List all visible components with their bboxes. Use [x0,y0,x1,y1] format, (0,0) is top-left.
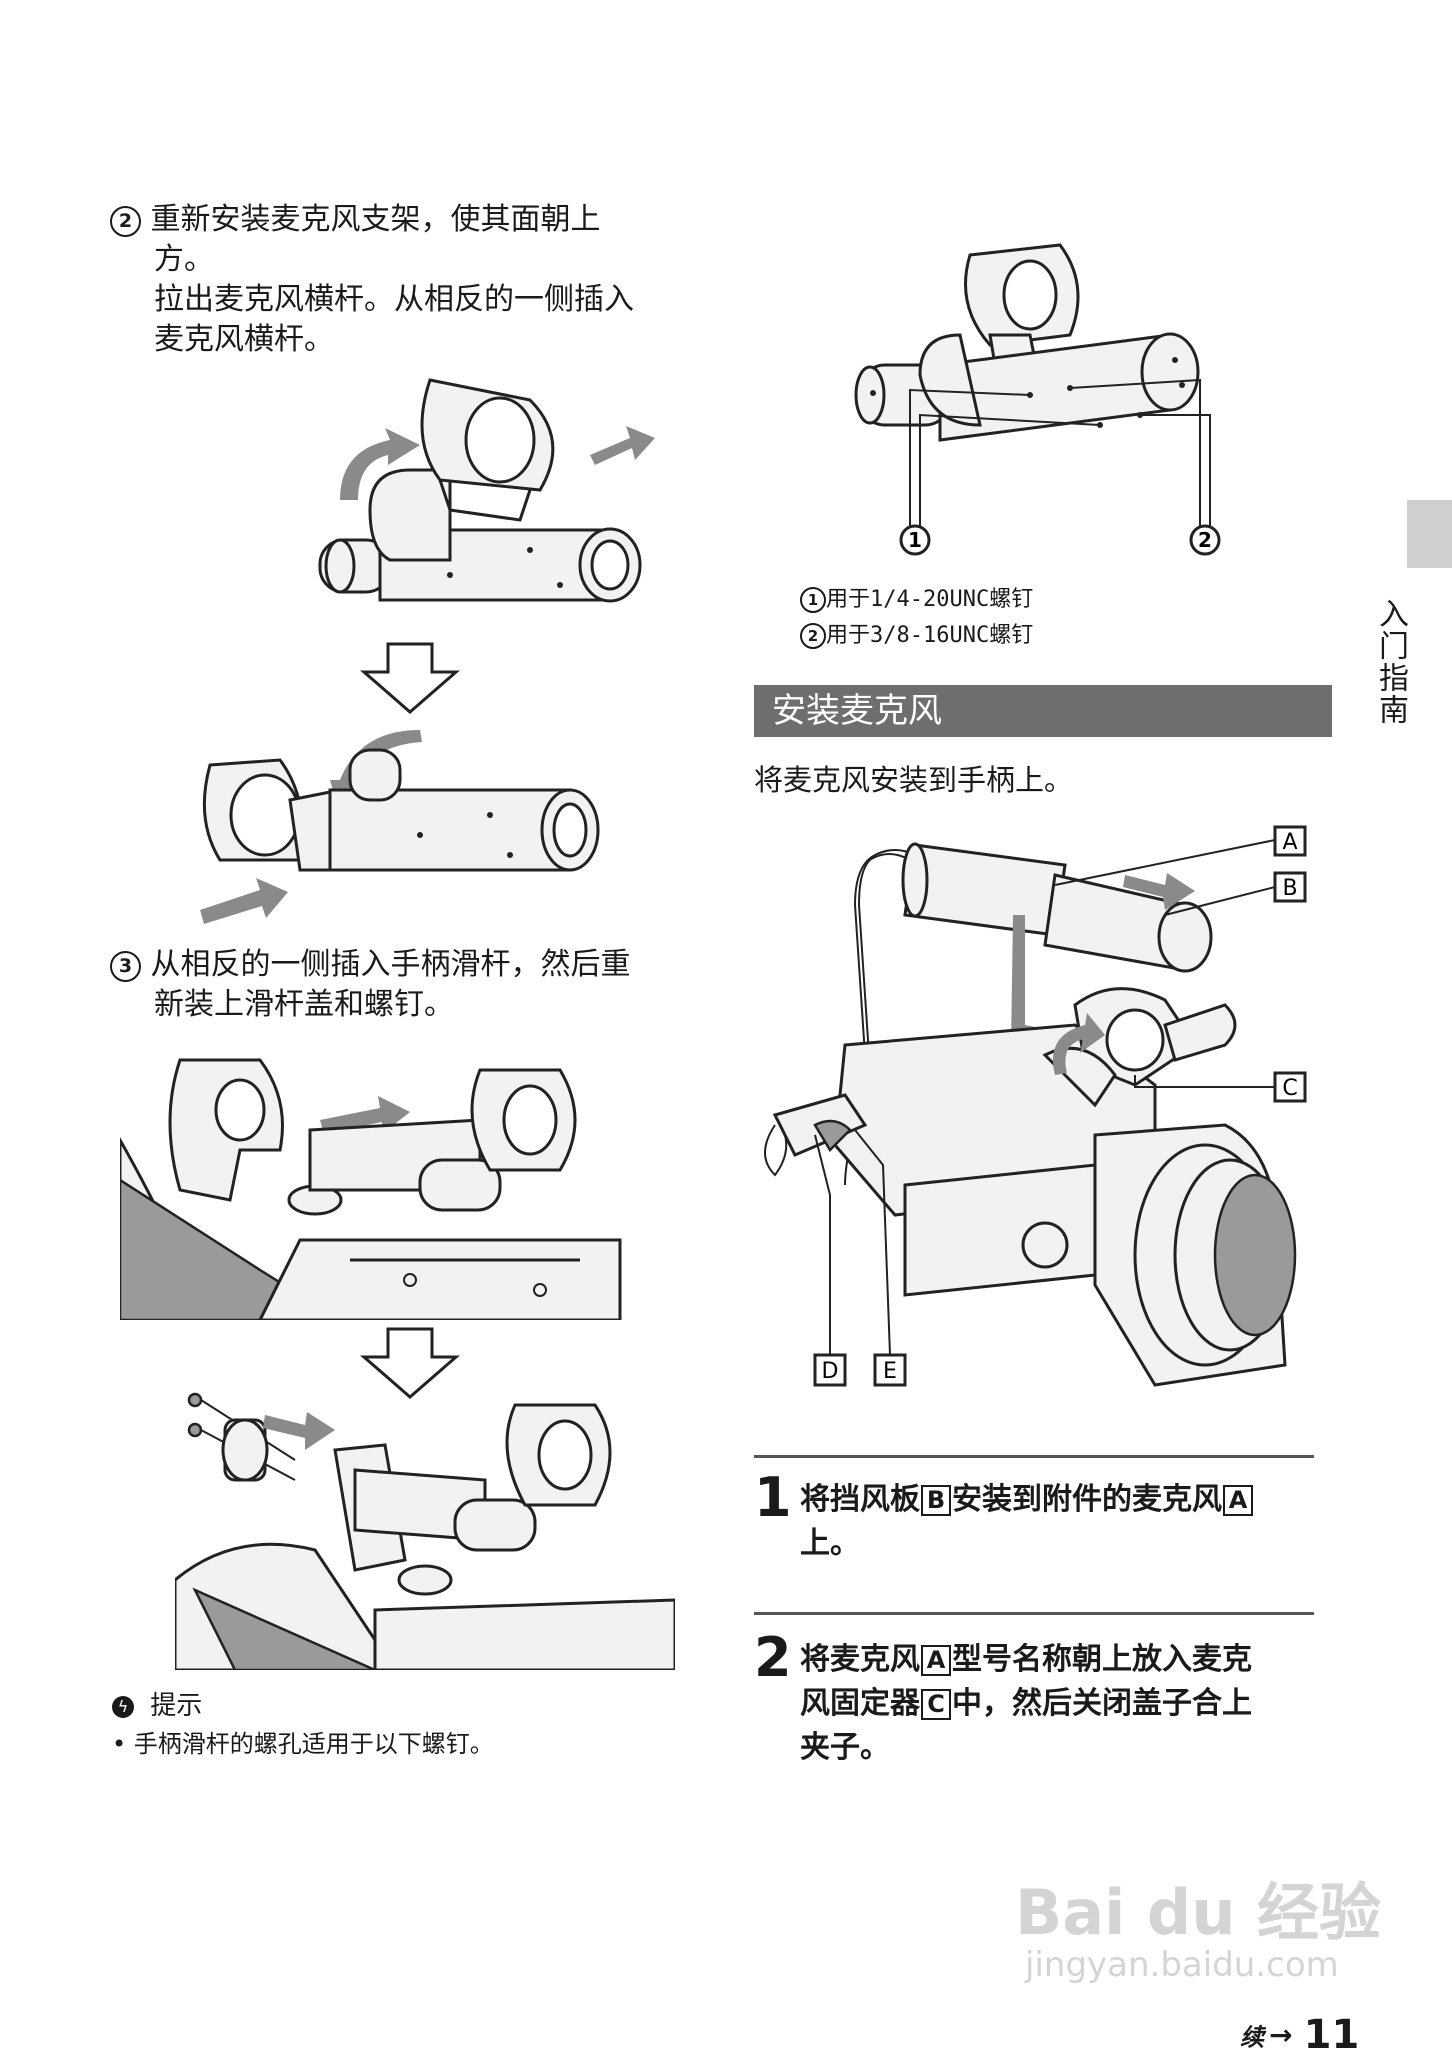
step-2-line-4: 麦克风横杆。 [154,322,334,357]
figure-mic-install: A B C D E [764,825,1307,1387]
box-label-a: A [1223,1485,1253,1516]
label-a: A [1282,830,1297,855]
label-d: D [822,1359,839,1384]
step-1-number: 1 [754,1466,792,1529]
tip-block: ϟ 提示 • 手柄滑杆的螺孔适用于以下螺钉。 [112,1688,712,1764]
step-2-text: 2 重新安装麦克风支架，使其面朝上 方。 拉出麦克风横杆。从相反的一侧插入 麦克… [110,200,710,360]
step-2-rule [754,1612,1314,1615]
continued-label: 续 [1240,2022,1264,2052]
watermark-url: jingyan.baidu.com [1025,1945,1339,1985]
callout-1: 1 [908,528,922,552]
watermark-brand: Bai du 经验 [1015,1876,1382,1949]
box-label-c: C [921,1689,951,1720]
side-tab-marker [1407,500,1452,568]
figure-handle-slider-insert [120,1058,622,1320]
tip-bullet-item: • 手柄滑杆的螺孔适用于以下螺钉。 [112,1730,494,1758]
box-label-a-2: A [921,1645,951,1676]
section-title: 安装麦克风 [772,691,942,731]
step-3-line-1: 3 从相反的一侧插入手柄滑杆，然后重 [110,945,710,985]
step-2-marker: 2 [110,205,141,237]
step-3-marker: 3 [110,950,141,982]
page-number: 11 [1303,2012,1360,2058]
box-label-b: B [921,1485,951,1516]
step-2-line-2: 方。 [154,242,214,277]
figure-screw-holes: 1 2 [854,243,1221,556]
step-2-number: 2 [754,1626,792,1689]
down-arrow-2 [360,1327,460,1399]
figure-slider-cap-screws [175,1392,675,1670]
section-title-bar: 安装麦克风 [754,685,1332,737]
page-footer: 续 → 11 [1240,2012,1359,2058]
side-tab-label: 入门指南 [1373,598,1408,726]
section-intro: 将麦克风安装到手柄上。 [754,763,1074,797]
step-1-rule [754,1455,1314,1458]
label-e: E [883,1359,897,1384]
continue-arrow-icon: → [1269,2018,1293,2052]
step-3-line-2: 新装上滑杆盖和螺钉。 [154,987,454,1022]
label-b: B [1282,876,1297,901]
step-2-line-1: 2 重新安装麦克风支架，使其面朝上 [110,200,710,240]
lightning-icon: ϟ [112,1695,134,1718]
down-arrow-1 [360,642,460,714]
tip-heading: ϟ 提示 [112,1688,712,1724]
figure-mic-holder-rotated [200,730,600,924]
callout-2: 2 [1198,528,1212,552]
step-2-line-3: 拉出麦克风横杆。从相反的一侧插入 [154,282,634,317]
step-3-text: 3 从相反的一侧插入手柄滑杆，然后重 新装上滑杆盖和螺钉。 [110,945,710,1025]
watermark: Bai du 经验 jingyan.baidu.com [1015,1876,1382,1985]
label-c: C [1282,1076,1297,1101]
figure-mic-holder-reattach [318,378,655,603]
